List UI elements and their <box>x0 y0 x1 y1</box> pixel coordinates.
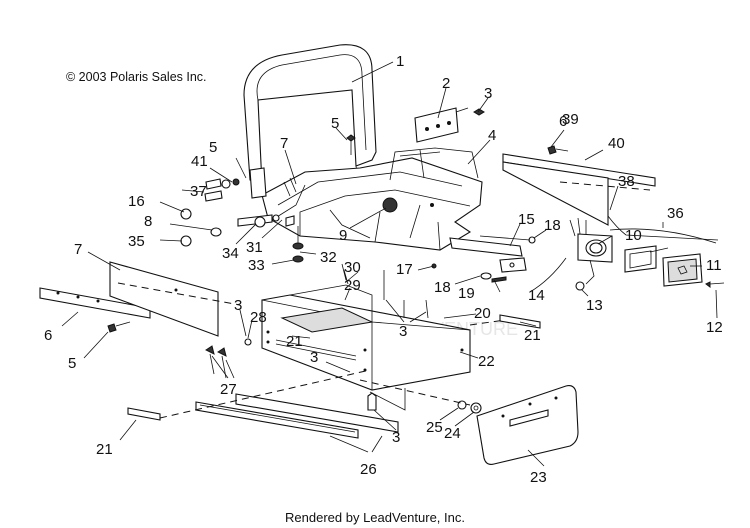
callout-21: 21 <box>524 327 541 344</box>
callout-9: 9 <box>339 227 347 244</box>
callout-5: 5 <box>209 139 217 156</box>
callout-22: 22 <box>478 353 495 370</box>
hardware-cluster <box>180 134 356 263</box>
callout-32: 32 <box>320 249 337 266</box>
callout-26: 26 <box>360 461 377 478</box>
callout-36: 36 <box>667 205 684 222</box>
callout-13: 13 <box>586 297 603 314</box>
callout-21: 21 <box>286 333 303 350</box>
callout-10: 10 <box>625 227 642 244</box>
callout-6: 6 <box>559 113 567 130</box>
callout-28: 28 <box>250 309 267 326</box>
rack-frame <box>261 147 483 251</box>
callout-3: 3 <box>234 297 242 314</box>
callout-18: 18 <box>434 279 451 296</box>
callout-19: 19 <box>458 285 475 302</box>
callout-18: 18 <box>544 217 561 234</box>
callout-38: 38 <box>618 173 635 190</box>
seat-base-box <box>261 284 471 411</box>
callout-25: 25 <box>426 419 443 436</box>
callout-35: 35 <box>128 233 145 250</box>
bracket-plate <box>414 107 485 143</box>
callout-33: 33 <box>248 257 265 274</box>
callout-34: 34 <box>222 245 239 262</box>
callout-41: 41 <box>191 153 208 170</box>
callout-3: 3 <box>399 323 407 340</box>
callout-20: 20 <box>474 305 491 322</box>
callout-3: 3 <box>484 85 492 102</box>
callout-1: 1 <box>396 53 404 70</box>
callout-3: 3 <box>310 349 318 366</box>
mud-flap <box>476 385 579 465</box>
callout-14: 14 <box>528 287 545 304</box>
callout-7: 7 <box>74 241 82 258</box>
callout-5: 5 <box>68 355 76 372</box>
callout-15: 15 <box>518 211 535 228</box>
callout-31: 31 <box>246 239 263 256</box>
callout-3: 3 <box>392 429 400 446</box>
callout-12: 12 <box>706 319 723 336</box>
callout-11: 11 <box>706 257 722 274</box>
callout-40: 40 <box>608 135 625 152</box>
callout-24: 24 <box>444 425 461 442</box>
callout-21: 21 <box>96 441 113 458</box>
callout-37: 37 <box>190 183 207 200</box>
callout-39: 39 <box>562 111 579 128</box>
callout-4: 4 <box>488 127 496 144</box>
taillight-assembly <box>569 215 725 291</box>
callout-7: 7 <box>280 135 288 152</box>
callout-8: 8 <box>144 213 152 230</box>
callout-2: 2 <box>442 75 450 92</box>
callout-5: 5 <box>331 115 339 132</box>
callout-27: 27 <box>220 381 237 398</box>
callout-29: 29 <box>344 277 361 294</box>
callout-17: 17 <box>396 261 413 278</box>
side-rail-left <box>39 261 241 337</box>
callout-23: 23 <box>530 469 547 486</box>
copyright-notice: © 2003 Polaris Sales Inc. <box>66 70 207 84</box>
callout-16: 16 <box>128 193 145 210</box>
callout-6: 6 <box>44 327 52 344</box>
render-credit: Rendered by LeadVenture, Inc. <box>285 510 465 525</box>
callout-30: 30 <box>344 259 361 276</box>
side-rail-right <box>502 145 656 226</box>
leader-lines <box>61 61 718 467</box>
wiring-harness <box>431 235 536 283</box>
